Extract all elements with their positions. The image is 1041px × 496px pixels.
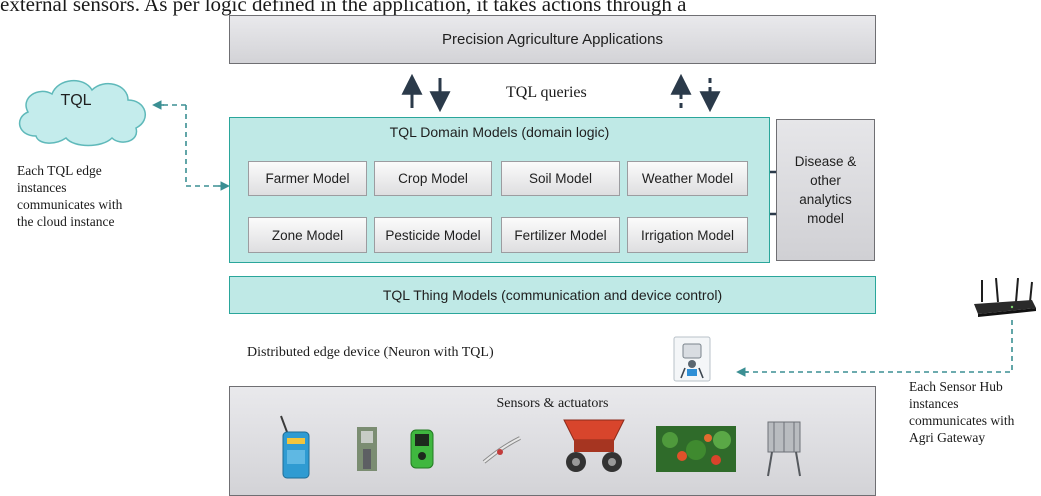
irrigation-unit-icon: [767, 421, 801, 477]
tql-queries-label: TQL queries: [506, 84, 587, 101]
analytics-line: model: [807, 211, 844, 226]
hub-note: Each Sensor Hub instances communicates w…: [909, 378, 1041, 446]
analytics-line: other: [810, 173, 841, 188]
cloud-connector: [160, 104, 226, 187]
analytics-line: Disease &: [794, 154, 857, 169]
hub-note-line: instances: [909, 396, 959, 411]
hub-connector: [745, 320, 1013, 373]
cloud-note: Each TQL edge instances communicates wit…: [17, 162, 192, 230]
irrigation-model: Irrigation Model: [627, 217, 748, 253]
domain-models-box: TQL Domain Models (domain logic) Farmer …: [229, 117, 770, 263]
applications-box: Precision Agriculture Applications: [229, 15, 876, 64]
hub-note-line: communicates with: [909, 413, 1015, 428]
thing-models-box: TQL Thing Models (communication and devi…: [229, 276, 876, 314]
soil-model: Soil Model: [501, 161, 620, 196]
cloud-note-line: instances: [17, 180, 67, 195]
handheld-meter-icon: [410, 429, 434, 469]
cloud-label: TQL: [60, 92, 92, 109]
cloud-note-line: the cloud instance: [17, 214, 115, 229]
field-sensor-post-icon: [357, 427, 377, 471]
neuron-device-icon: [673, 336, 711, 382]
farmer-model: Farmer Model: [248, 161, 367, 196]
hub-note-line: Agri Gateway: [909, 430, 986, 445]
cloud-note-line: Each TQL edge: [17, 163, 102, 178]
zone-model: Zone Model: [248, 217, 367, 253]
fertilizer-spreader-icon: [563, 419, 625, 472]
sprayer-backpack-icon: [280, 415, 310, 479]
weather-model: Weather Model: [627, 161, 748, 196]
applications-title: Precision Agriculture Applications: [442, 31, 663, 48]
domain-models-title: TQL Domain Models (domain logic): [389, 124, 610, 140]
top-paragraph-text: external sensors. As per logic defined i…: [0, 0, 687, 16]
probe-cable-icon: [482, 436, 521, 464]
pesticide-model: Pesticide Model: [374, 217, 492, 253]
sensor-hub-router-icon: [974, 278, 1036, 317]
crop-model: Crop Model: [374, 161, 492, 196]
cloud-note-line: communicates with: [17, 197, 123, 212]
tql-cloud-icon: [18, 80, 146, 147]
fertilizer-model: Fertilizer Model: [501, 217, 620, 253]
sensors-title: Sensors & actuators: [496, 396, 609, 411]
hub-note-line: Each Sensor Hub: [909, 379, 1003, 394]
analytics-line: analytics: [799, 192, 852, 207]
crop-plants-photo-icon: [656, 426, 736, 472]
edge-device-label: Distributed edge device (Neuron with TQL…: [247, 345, 494, 360]
analytics-model-box: Disease & other analytics model: [776, 119, 875, 261]
